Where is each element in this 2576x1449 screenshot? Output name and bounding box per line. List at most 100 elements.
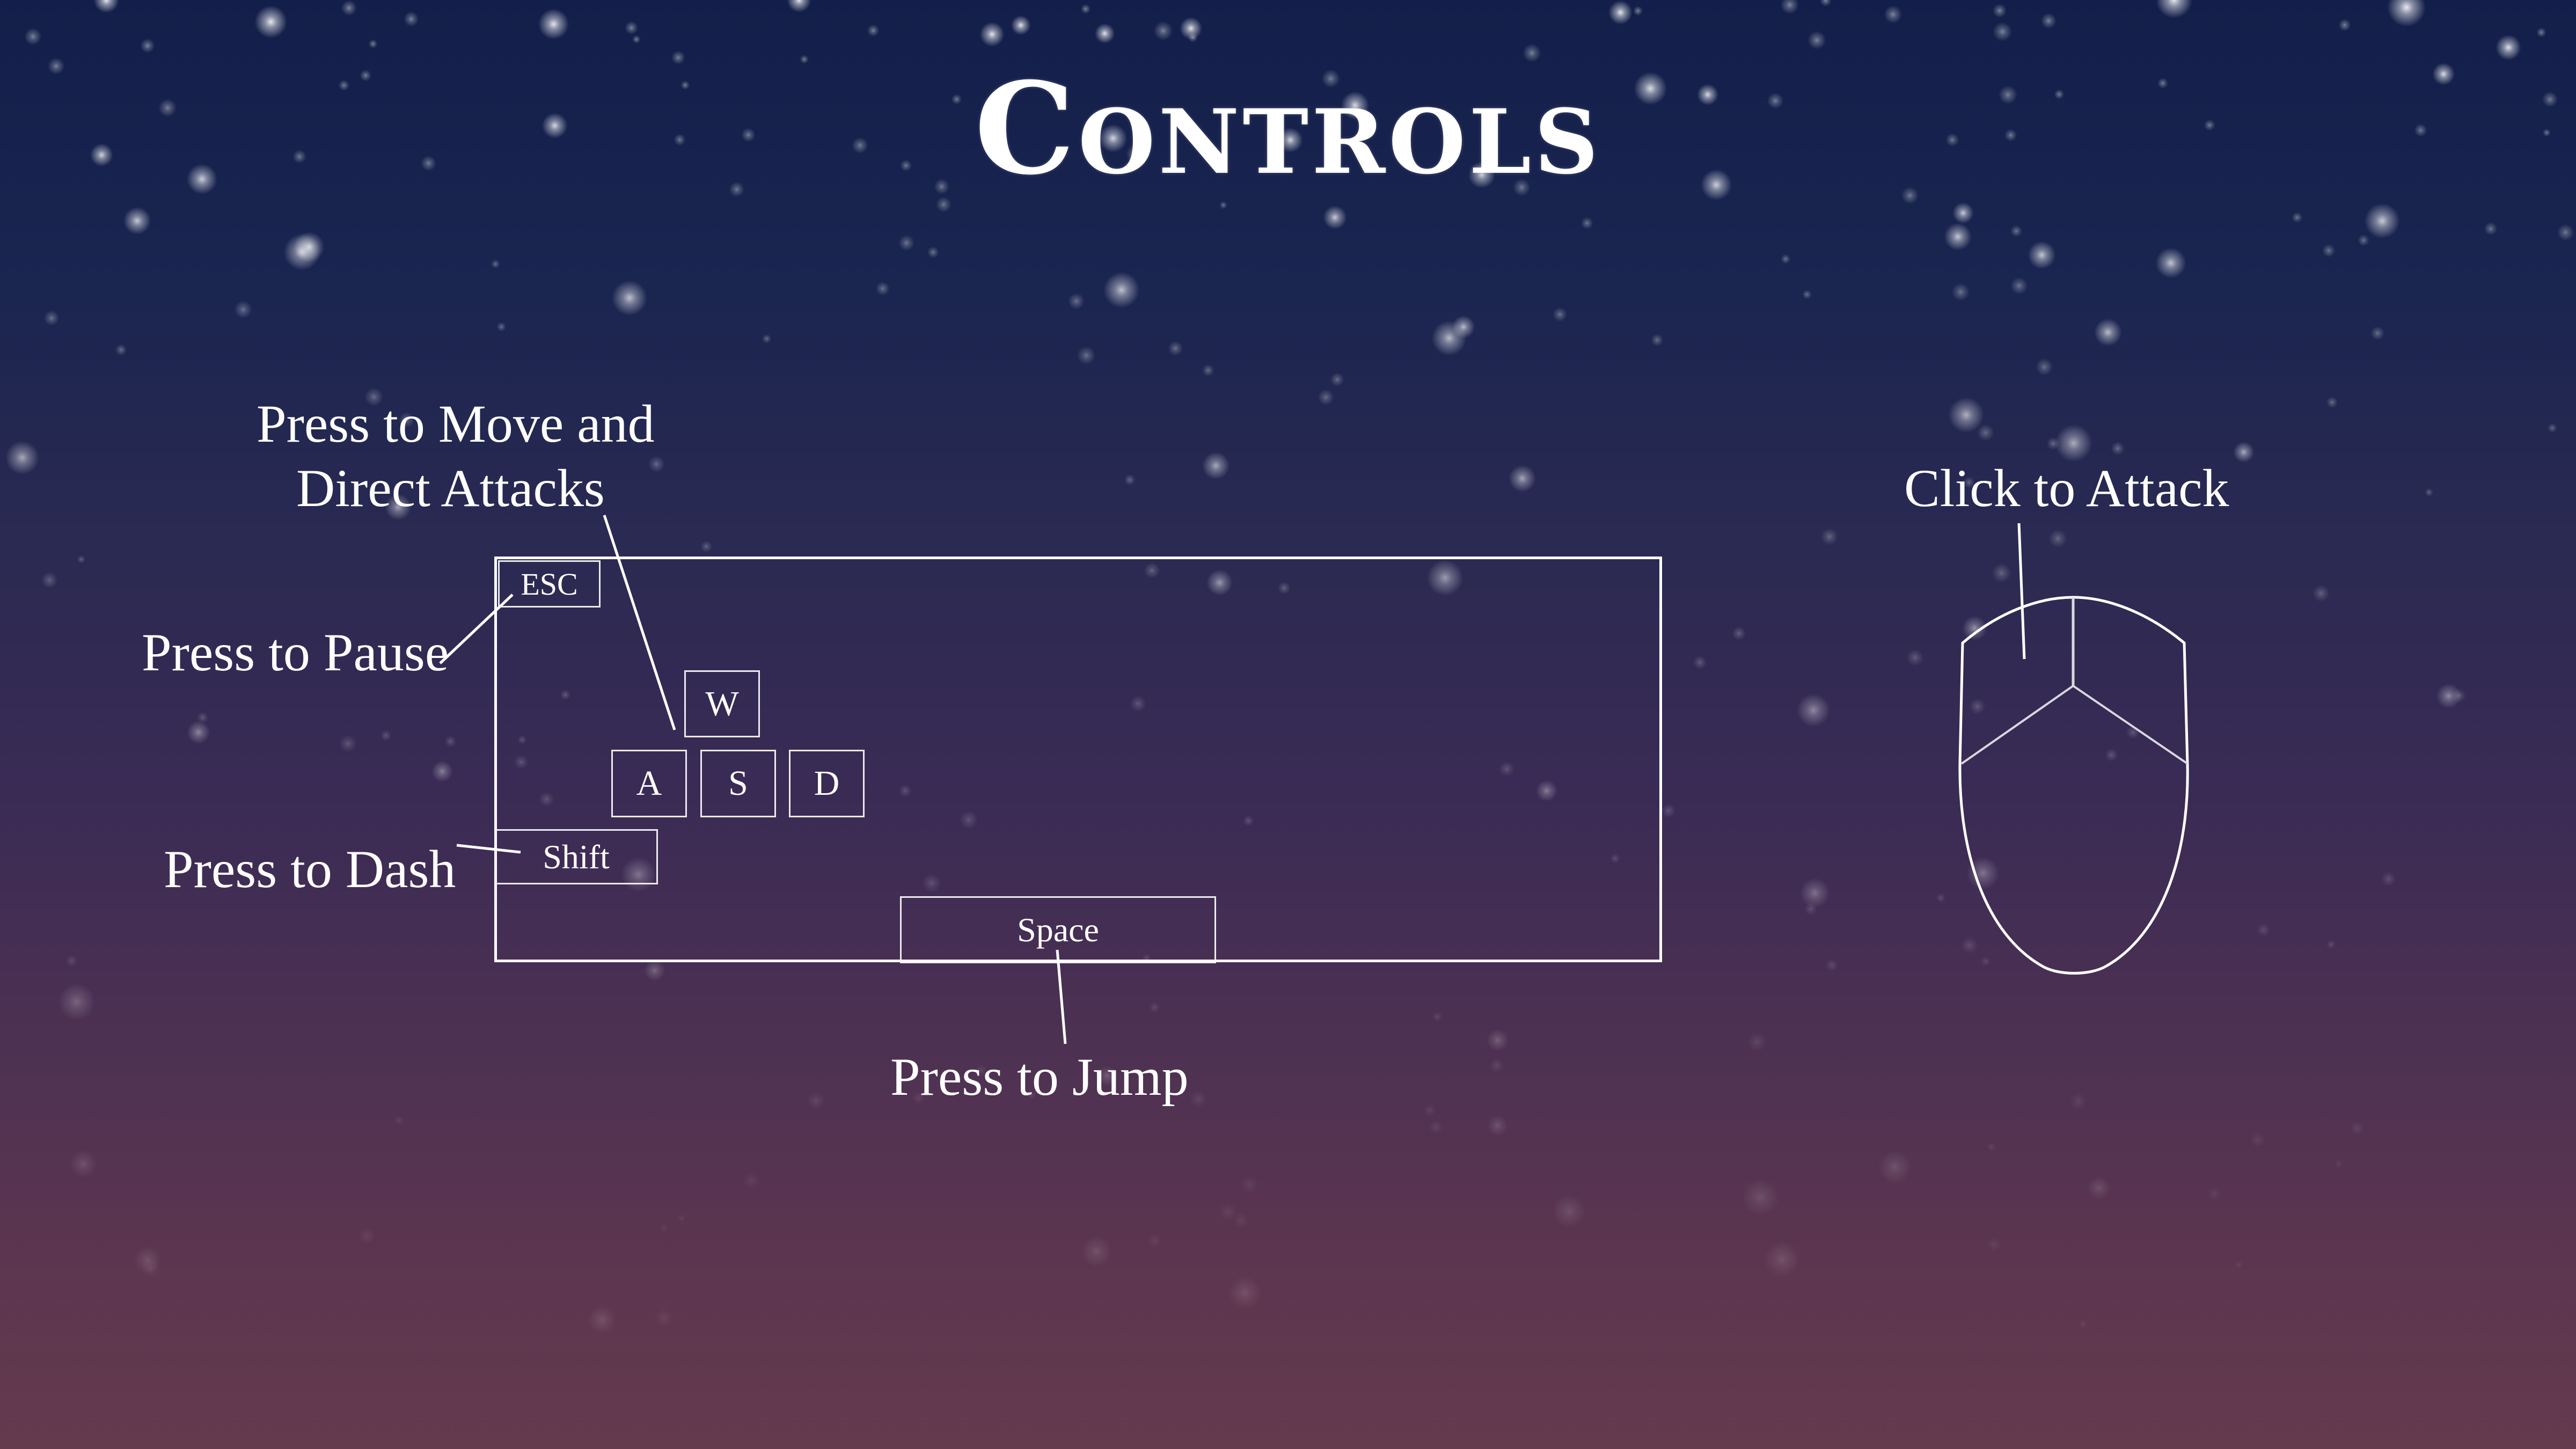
star: [1552, 1195, 1586, 1228]
star: [48, 57, 65, 75]
star: [1523, 43, 1541, 62]
star: [1763, 1241, 1801, 1278]
star: [959, 810, 978, 829]
star: [1802, 289, 1812, 299]
star: [364, 387, 384, 406]
star: [2078, 1319, 2088, 1329]
star: [1487, 1029, 1509, 1051]
star: [292, 150, 306, 164]
star: [41, 572, 58, 589]
star: [743, 1172, 760, 1189]
a-key[interactable]: A: [611, 750, 687, 817]
star: [2070, 1093, 2087, 1110]
star: [1820, 528, 1838, 546]
star: [648, 456, 665, 472]
star: [283, 233, 320, 270]
star: [898, 235, 914, 251]
star: [2387, 0, 2426, 27]
star: [380, 730, 392, 741]
esc-key[interactable]: ESC: [498, 560, 601, 608]
star: [1987, 1237, 2002, 1252]
star: [1429, 1120, 1443, 1135]
star: [404, 11, 419, 27]
star: [807, 1091, 825, 1110]
star: [934, 179, 950, 194]
d-key[interactable]: D: [789, 750, 865, 817]
star: [2536, 27, 2546, 38]
star: [632, 35, 641, 44]
star: [2233, 442, 2255, 463]
star: [1431, 320, 1467, 356]
star: [1987, 1142, 1996, 1152]
star: [538, 9, 569, 40]
star: [899, 784, 912, 797]
star: [1961, 937, 1978, 954]
star: [2257, 923, 2271, 937]
star: [2381, 872, 2396, 887]
star: [539, 792, 554, 807]
star: [1608, 0, 1633, 25]
star: [2235, 1260, 2243, 1269]
star: [674, 134, 686, 146]
star: [2040, 13, 2057, 29]
star: [1499, 761, 1514, 777]
star: [787, 0, 811, 12]
star: [2370, 326, 2384, 340]
star: [1099, 124, 1128, 152]
star: [1206, 569, 1233, 596]
star: [2542, 91, 2558, 107]
star: [2322, 244, 2336, 258]
star: [1190, 1091, 1207, 1108]
star: [2126, 725, 2140, 740]
star: [186, 164, 217, 195]
star: [2312, 584, 2330, 602]
star: [2414, 123, 2427, 137]
star: [134, 1246, 162, 1274]
star: [541, 113, 568, 139]
star: [1767, 92, 1784, 109]
space-key[interactable]: Space: [900, 896, 1216, 963]
star: [339, 735, 357, 752]
star: [517, 735, 527, 744]
star: [927, 246, 939, 258]
star: [1963, 477, 1975, 488]
star: [399, 412, 415, 428]
a-key-label: A: [636, 764, 662, 803]
star: [1610, 853, 1620, 864]
star: [2358, 234, 2370, 246]
star: [1080, 4, 1091, 14]
star: [1780, 0, 1799, 14]
star: [1330, 372, 1344, 386]
star: [496, 322, 507, 332]
star: [1948, 397, 1984, 433]
star: [2484, 222, 2498, 236]
star: [2338, 19, 2351, 32]
space-key-label: Space: [1017, 910, 1099, 949]
shift-key[interactable]: Shift: [494, 829, 658, 884]
star: [1553, 307, 1567, 322]
star: [2436, 683, 2461, 708]
star: [2204, 119, 2215, 131]
star: [394, 1115, 404, 1125]
star: [1168, 341, 1183, 356]
star: [93, 0, 119, 13]
star: [612, 280, 648, 316]
star: [2292, 212, 2303, 223]
star: [1884, 5, 1902, 24]
star: [1097, 1065, 1118, 1086]
star: [2557, 224, 2574, 241]
star: [660, 1223, 669, 1232]
star: [2350, 1121, 2365, 1136]
star: [1878, 1150, 1912, 1184]
s-key[interactable]: S: [700, 750, 776, 817]
star: [1807, 31, 1826, 49]
star: [2364, 203, 2400, 239]
w-key[interactable]: W: [684, 670, 760, 737]
page-title: Controls: [974, 55, 1602, 203]
star: [1993, 4, 2007, 18]
star: [2105, 748, 2118, 762]
star: [115, 344, 127, 356]
star: [1080, 1235, 1113, 1267]
star: [1634, 71, 1667, 105]
